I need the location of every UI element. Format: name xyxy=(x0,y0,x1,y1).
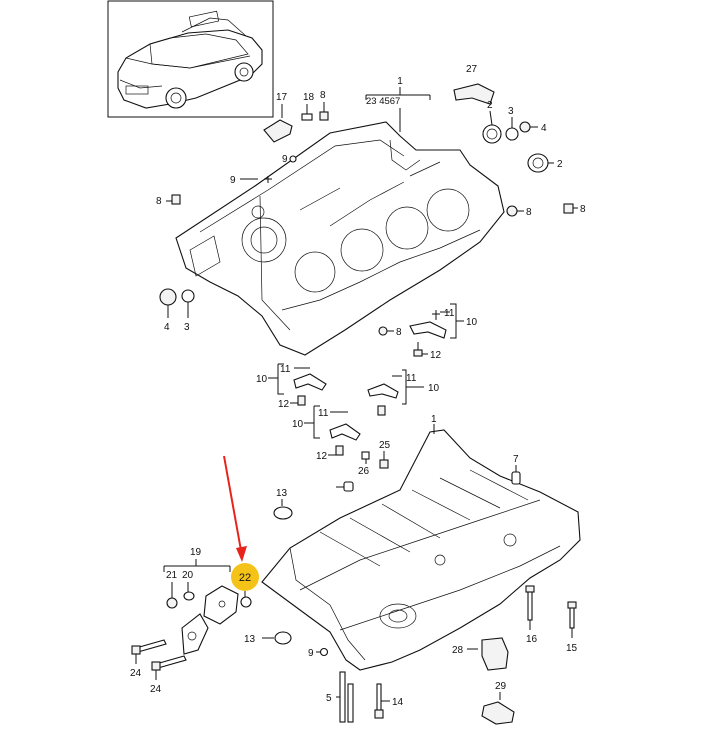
callout-4-3-left: 4 3 xyxy=(159,288,195,333)
callout-label: 9 xyxy=(308,648,314,659)
callout-label: 3 xyxy=(184,322,190,333)
callout-label: 10 xyxy=(292,419,304,430)
upper-crankcase xyxy=(175,121,505,356)
callout-label: 28 xyxy=(452,645,464,656)
callout-label: 26 xyxy=(358,466,370,477)
oil-jet-left-lower: 11 10 12 xyxy=(292,405,361,462)
callout-5-14: 5 14 xyxy=(326,671,404,723)
callout-label: 29 xyxy=(495,681,507,692)
callout-label: 4 xyxy=(541,123,547,134)
callout-1-top: 1 23 4567 xyxy=(365,76,431,132)
callout-label: 9 xyxy=(282,154,288,165)
callout-13: 13 13 xyxy=(244,488,293,645)
callout-9-8-left: 9 8 9 xyxy=(156,154,297,207)
callout-16-15: 16 15 xyxy=(525,585,578,654)
callout-label: 25 xyxy=(379,440,391,451)
callout-label: 12 xyxy=(278,399,290,410)
callout-8-right: 8 8 8 xyxy=(378,203,586,338)
callout-label: 21 xyxy=(166,570,178,581)
oil-jet-right-upper: 11 10 12 xyxy=(409,303,478,361)
callout-label: 10 xyxy=(428,383,440,394)
callout-label: 19 xyxy=(190,547,202,558)
lower-crankcase xyxy=(261,429,581,671)
callout-label: 8 xyxy=(526,207,532,218)
callout-label: 11 xyxy=(406,373,417,384)
callout-label: 2 xyxy=(487,100,493,111)
callout-label: 8 xyxy=(320,90,326,101)
callout-label: 1 xyxy=(431,414,437,425)
callout-label: 12 xyxy=(316,451,328,462)
callout-24-bolts: 24 24 xyxy=(130,639,187,695)
callout-27: 27 xyxy=(453,64,495,105)
callout-label: 10 xyxy=(466,317,478,328)
callout-label: 24 xyxy=(150,684,162,695)
callout-label: 5 xyxy=(326,693,332,704)
callout-label: 15 xyxy=(566,643,578,654)
callout-label: 11 xyxy=(280,364,291,375)
callout-label: 27 xyxy=(466,64,478,75)
callout-label: 18 xyxy=(303,92,315,103)
callout-label: 7 xyxy=(513,454,519,465)
callout-9-lower: 9 xyxy=(308,647,329,659)
callout-19-assembly: 19 21 20 xyxy=(163,547,239,655)
highlight-circle xyxy=(231,563,259,591)
callout-label: 3 xyxy=(508,106,514,117)
callout-label: 22 xyxy=(239,572,251,584)
callout-label: 14 xyxy=(392,697,404,708)
callout-2-3-4-right: 2 3 4 2 xyxy=(482,100,563,173)
oil-jet-right-mid: 11 10 xyxy=(367,369,440,416)
callout-label: 16 xyxy=(526,634,538,645)
callout-label: 17 xyxy=(276,92,288,103)
callout-25-26: 25 26 xyxy=(358,440,391,477)
callout-label: 8 xyxy=(396,327,402,338)
callout-label: 13 xyxy=(276,488,288,499)
callout-label: 4 xyxy=(164,322,170,333)
red-pointer-arrow xyxy=(223,455,247,562)
callout-label: 1 xyxy=(397,76,403,87)
callout-label: 13 xyxy=(244,634,256,645)
callout-17-18-8: 17 18 8 xyxy=(263,90,329,143)
callout-sublabel: 23 4567 xyxy=(366,96,400,107)
callout-22-highlighted: 22 xyxy=(231,563,259,608)
callout-label: 2 xyxy=(557,159,563,170)
callout-1-lower: 1 xyxy=(431,414,437,434)
oil-jet-left-upper: 10 11 12 xyxy=(256,363,327,410)
vehicle-thumbnail xyxy=(107,0,274,118)
callout-label: 8 xyxy=(156,196,162,207)
callout-label: 20 xyxy=(182,570,194,581)
callout-label: 11 xyxy=(444,308,455,319)
callout-label: 10 xyxy=(256,374,268,385)
callout-28: 28 xyxy=(452,637,509,671)
callout-label: 24 xyxy=(130,668,142,679)
callout-label: 8 xyxy=(580,204,586,215)
callout-7: 7 xyxy=(336,454,521,492)
callout-29: 29 xyxy=(481,681,515,725)
callout-label: 12 xyxy=(430,350,442,361)
callout-label: 11 xyxy=(318,408,329,419)
callout-label: 9 xyxy=(230,175,236,186)
